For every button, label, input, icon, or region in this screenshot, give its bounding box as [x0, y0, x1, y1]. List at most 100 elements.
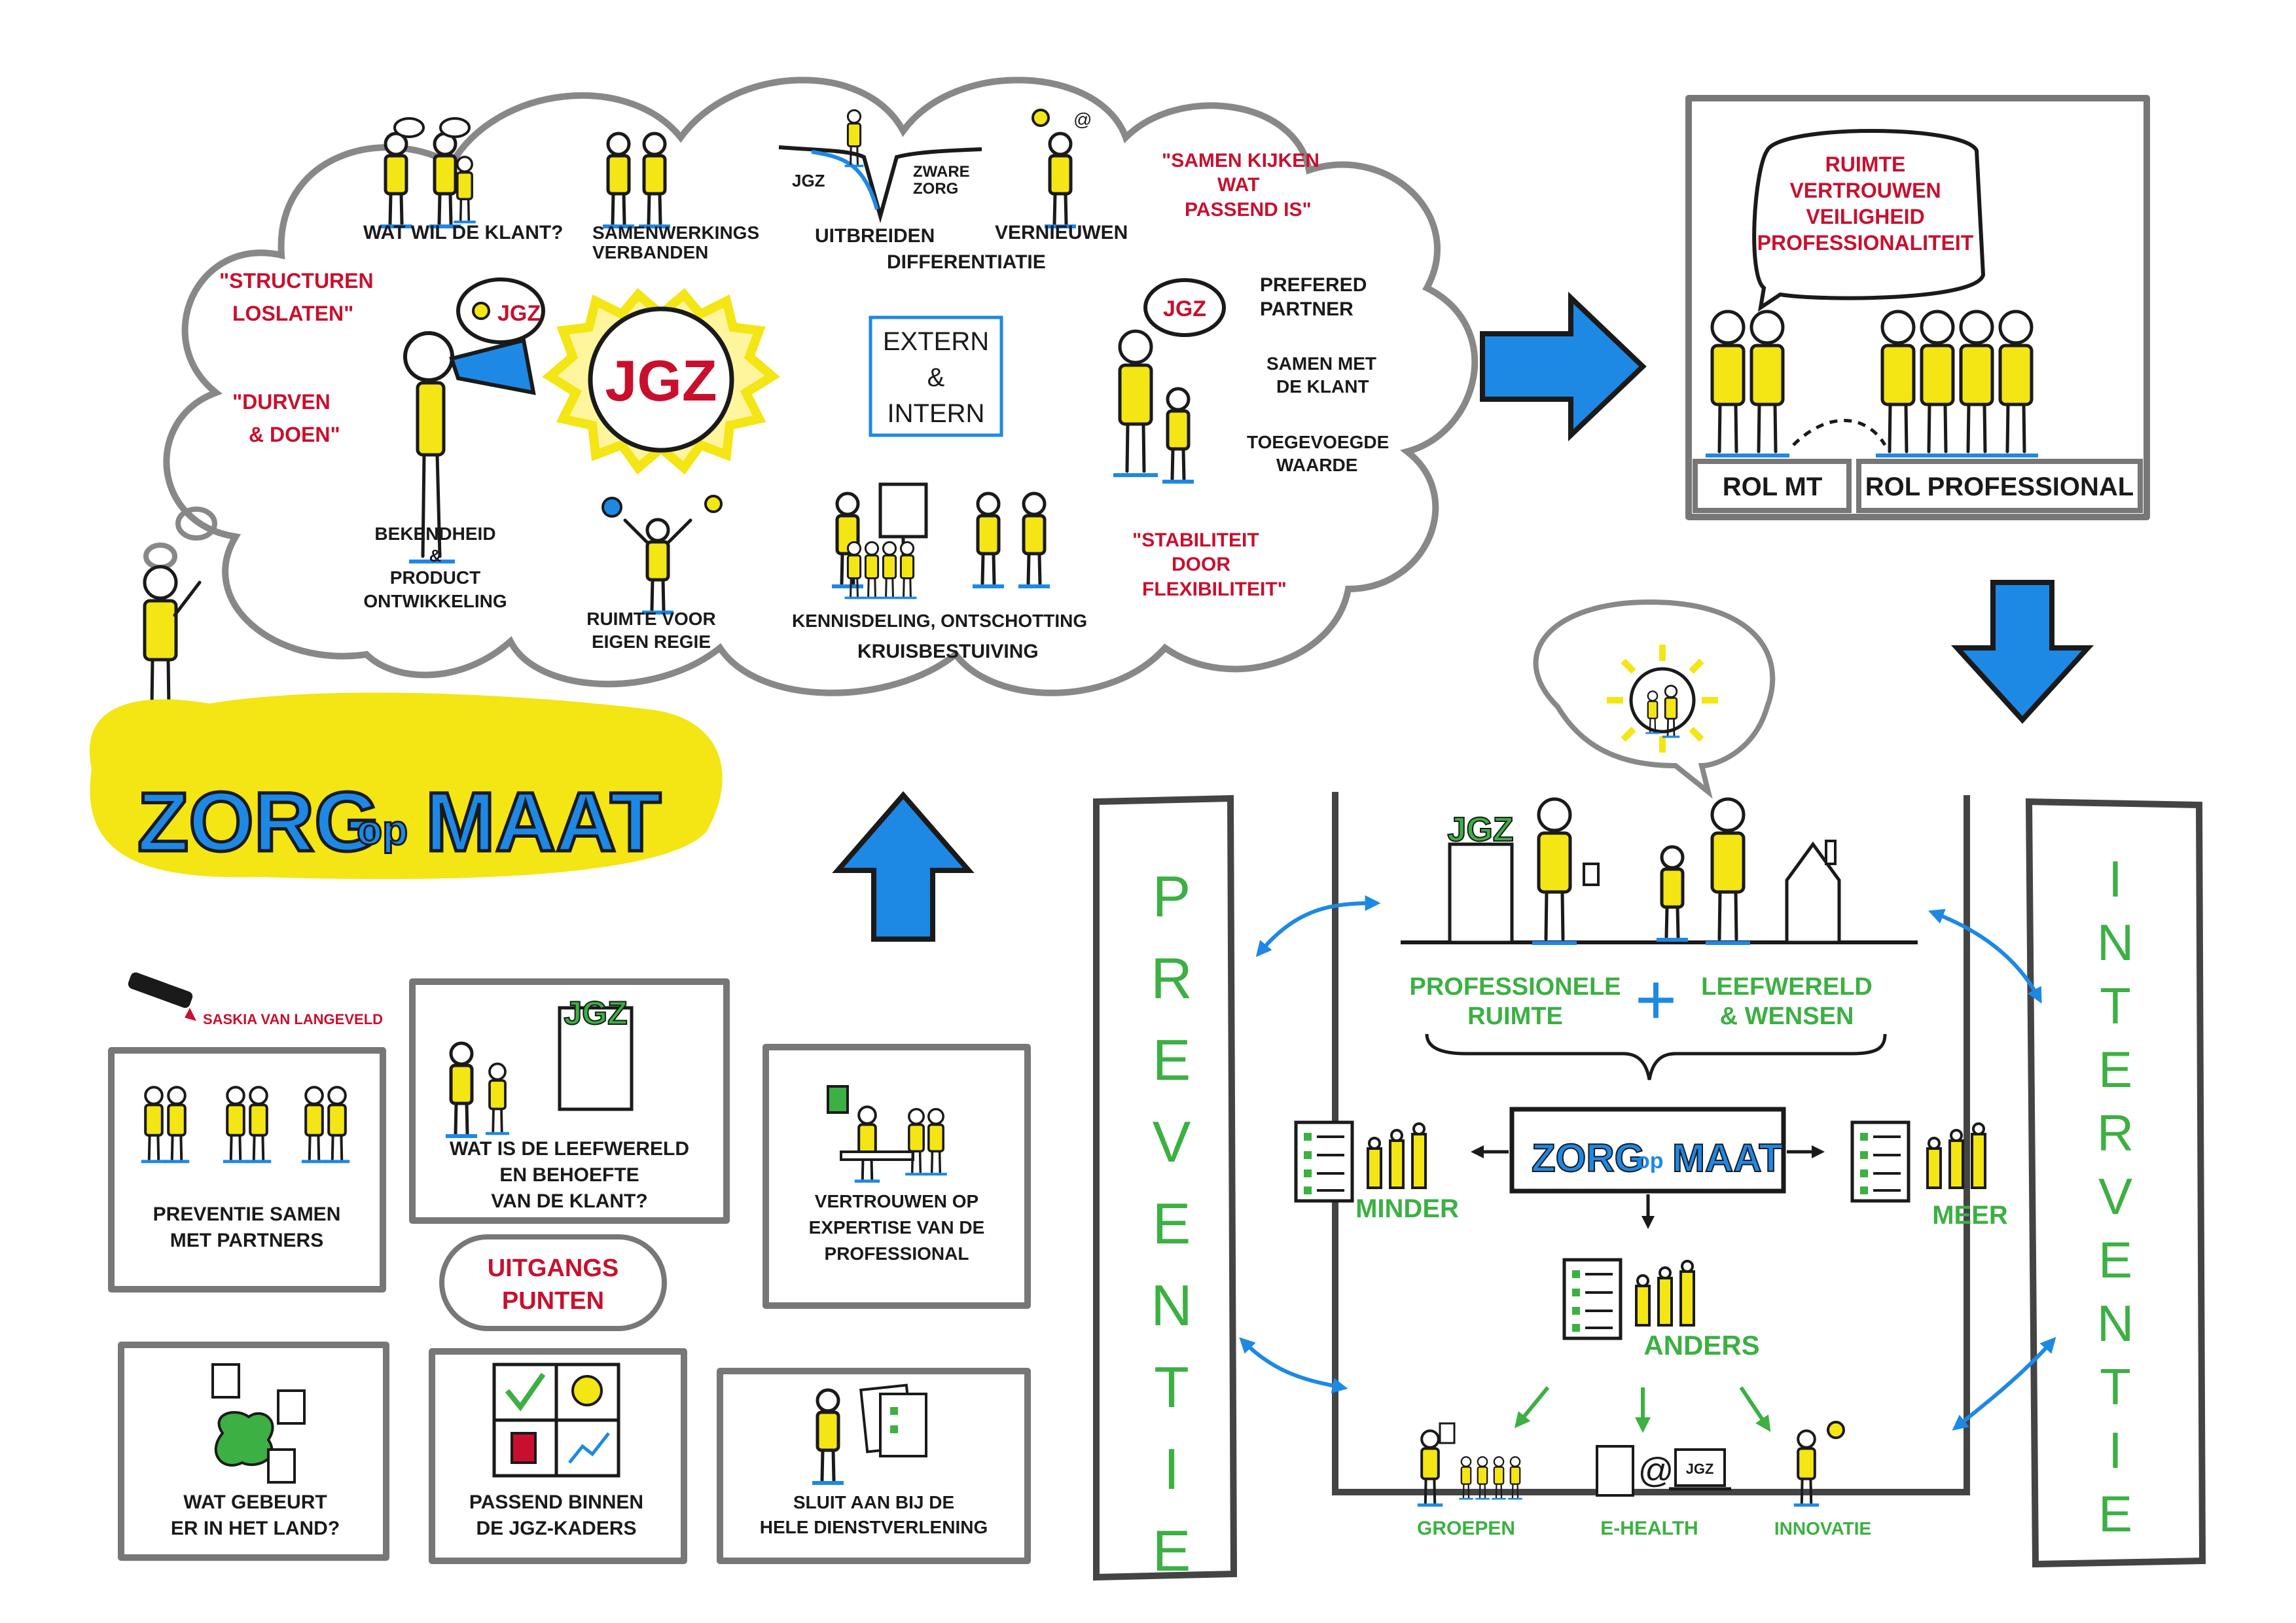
cloud-outline — [163, 77, 1479, 696]
differentiatie-label: DIFFERENTIATIE — [887, 251, 1046, 273]
kaders-2: DE JGZ-KADERS — [476, 1518, 636, 1539]
model-op: op — [1636, 1149, 1664, 1173]
jgz-office-label: JGZ — [1447, 811, 1513, 849]
smiley-icon — [571, 1375, 603, 1406]
toegevoegde-2: WAARDE — [1276, 455, 1357, 475]
card-dienstverlening — [717, 1368, 1031, 1564]
klant-question: WAT WIL DE KLANT? — [363, 222, 564, 243]
interventie-letter: N — [2097, 914, 2134, 971]
vertrouwen-expertise-2: EXPERTISE VAN DE — [809, 1217, 985, 1238]
preventie-letter: I — [1164, 1436, 1179, 1501]
card-leefwereld-klant — [409, 978, 730, 1224]
quote-durven-2: & DOEN" — [249, 423, 340, 446]
arrow-up-icon — [832, 791, 975, 942]
leefwereld-label-2: & WENSEN — [1720, 1003, 1854, 1030]
jgz-building-icon — [558, 1006, 634, 1111]
card-kaders — [429, 1348, 687, 1564]
jgz-building-label: JGZ — [564, 995, 627, 1031]
at-sign-icon: @ — [1073, 109, 1092, 130]
arrow-down-icon — [1950, 580, 2094, 724]
anders-label: ANDERS — [1643, 1330, 1759, 1361]
land-question-2: ER IN HET LAND? — [171, 1518, 340, 1539]
extern-label: EXTERN — [883, 327, 989, 356]
bekendheid-1: BEKENDHEID — [374, 524, 495, 544]
zware-zorg-2: ZORG — [913, 180, 958, 198]
differentiatie-valley — [778, 109, 982, 224]
marker-pen-icon — [128, 972, 196, 1021]
card-land — [118, 1342, 389, 1561]
jgz-sun — [542, 288, 780, 475]
netherlands-map-icon — [214, 1411, 274, 1467]
zorg-op-maat-box — [1509, 1107, 1786, 1194]
quote-stabiliteit-1: "STABILITEIT — [1132, 529, 1259, 551]
at-sign-icon: @ — [1638, 1451, 1674, 1490]
quote-stabiliteit-2: DOOR — [1172, 554, 1230, 575]
preventie-vertical-label: PREVENTIE — [1151, 864, 1193, 1583]
uitgangspunten-badge — [439, 1234, 667, 1331]
interventie-letter: E — [2098, 1485, 2132, 1543]
jgz-office-building-icon — [1448, 842, 1514, 944]
jgz-sun-label: JGZ — [605, 348, 717, 413]
rol-speech-bubble — [1752, 129, 1986, 312]
preventie-partners-2: MET PARTNERS — [170, 1230, 323, 1251]
logo-op: op — [357, 806, 408, 853]
preventie-pillar — [1093, 794, 1238, 1581]
quote-structuren-2: LOSLATEN" — [232, 302, 353, 325]
cloud-tail-bubble — [143, 543, 177, 570]
kruisbestuiving-label: KRUISBESTUIVING — [857, 641, 1039, 662]
ehealth-building-icon — [1596, 1445, 1634, 1497]
samen-klant-2: DE KLANT — [1276, 376, 1369, 397]
laptop-jgz-label: JGZ — [1686, 1461, 1714, 1477]
quote-samen-kijken-3: PASSEND IS" — [1185, 199, 1312, 221]
interventie-letter: E — [2098, 1041, 2132, 1098]
rol-mt-box — [1693, 459, 1852, 513]
jgz-partner-label: JGZ — [1163, 296, 1206, 321]
leefwereld-label-1: LEEFWERELD — [1701, 973, 1873, 1001]
preventie-letter: T — [1154, 1355, 1189, 1419]
vernieuwen-label: VERNIEUWEN — [995, 222, 1128, 243]
meer-label: MEER — [1932, 1201, 2008, 1230]
groepen-label: GROEPEN — [1417, 1518, 1515, 1539]
minder-label: MINDER — [1355, 1194, 1459, 1223]
quote-samen-kijken-2: WAT — [1217, 174, 1259, 196]
zorg-op-maat-logo: ZORG op MAAT — [89, 692, 723, 880]
combine-brace — [1425, 1033, 1887, 1080]
kennisdeling-figures — [832, 482, 1050, 599]
interventie-letter: R — [2097, 1104, 2134, 1162]
quote-durven-1: "DURVEN — [232, 390, 331, 414]
badge-line-2: PUNTEN — [502, 1287, 604, 1315]
vertrouwen-expertise-1: VERTROUWEN OP — [815, 1191, 978, 1211]
compass-icon — [601, 497, 622, 518]
preventie-letter: R — [1151, 946, 1193, 1010]
klant-figures — [380, 117, 476, 226]
rol-mt-label: ROL MT — [1723, 473, 1823, 501]
interventie-letter: T — [2100, 977, 2131, 1035]
preventie-letter: N — [1151, 1273, 1193, 1338]
eigen-regie-figure — [601, 495, 723, 613]
laptop-icon — [1674, 1448, 1726, 1487]
preventie-letter: E — [1153, 1518, 1191, 1583]
innovatie-label: INNOVATIE — [1774, 1518, 1871, 1539]
jgz-thought-label: JGZ — [497, 301, 541, 326]
interventie-letter: N — [2097, 1294, 2134, 1352]
rol-bubble-line-4: PROFESSIONALITEIT — [1757, 231, 1974, 255]
ehealth-label: E-HEALTH — [1600, 1518, 1698, 1539]
cloud-tail-bubble — [175, 507, 217, 541]
logo-zorg: ZORG — [137, 776, 380, 869]
samenwerking-label-2: VERBANDEN — [592, 242, 708, 262]
ruimte-regie-1: RUIMTE VOOR — [586, 609, 716, 629]
rol-bubble-line-1: RUIMTE — [1825, 152, 1906, 176]
samen-klant-1: SAMEN MET — [1266, 353, 1376, 374]
rol-bubble-line-2: VERTROUWEN — [1789, 179, 1941, 202]
leefwereld-klant-3: VAN DE KLANT? — [491, 1190, 647, 1212]
author-signature: SASKIA VAN LANGEVELD — [203, 1011, 383, 1027]
quote-structuren-1: "STRUCTUREN — [219, 269, 374, 293]
sun-icon — [1607, 645, 1718, 753]
megaphone-figure — [403, 277, 545, 563]
robot-icon — [511, 1432, 537, 1464]
logo-maat: MAAT — [425, 776, 661, 869]
kaders-1: PASSEND BINNEN — [469, 1491, 643, 1513]
uitgangspunten-grid: PREVENTIE SAMEN MET PARTNERS JGZ WAT IS … — [108, 978, 1031, 1564]
